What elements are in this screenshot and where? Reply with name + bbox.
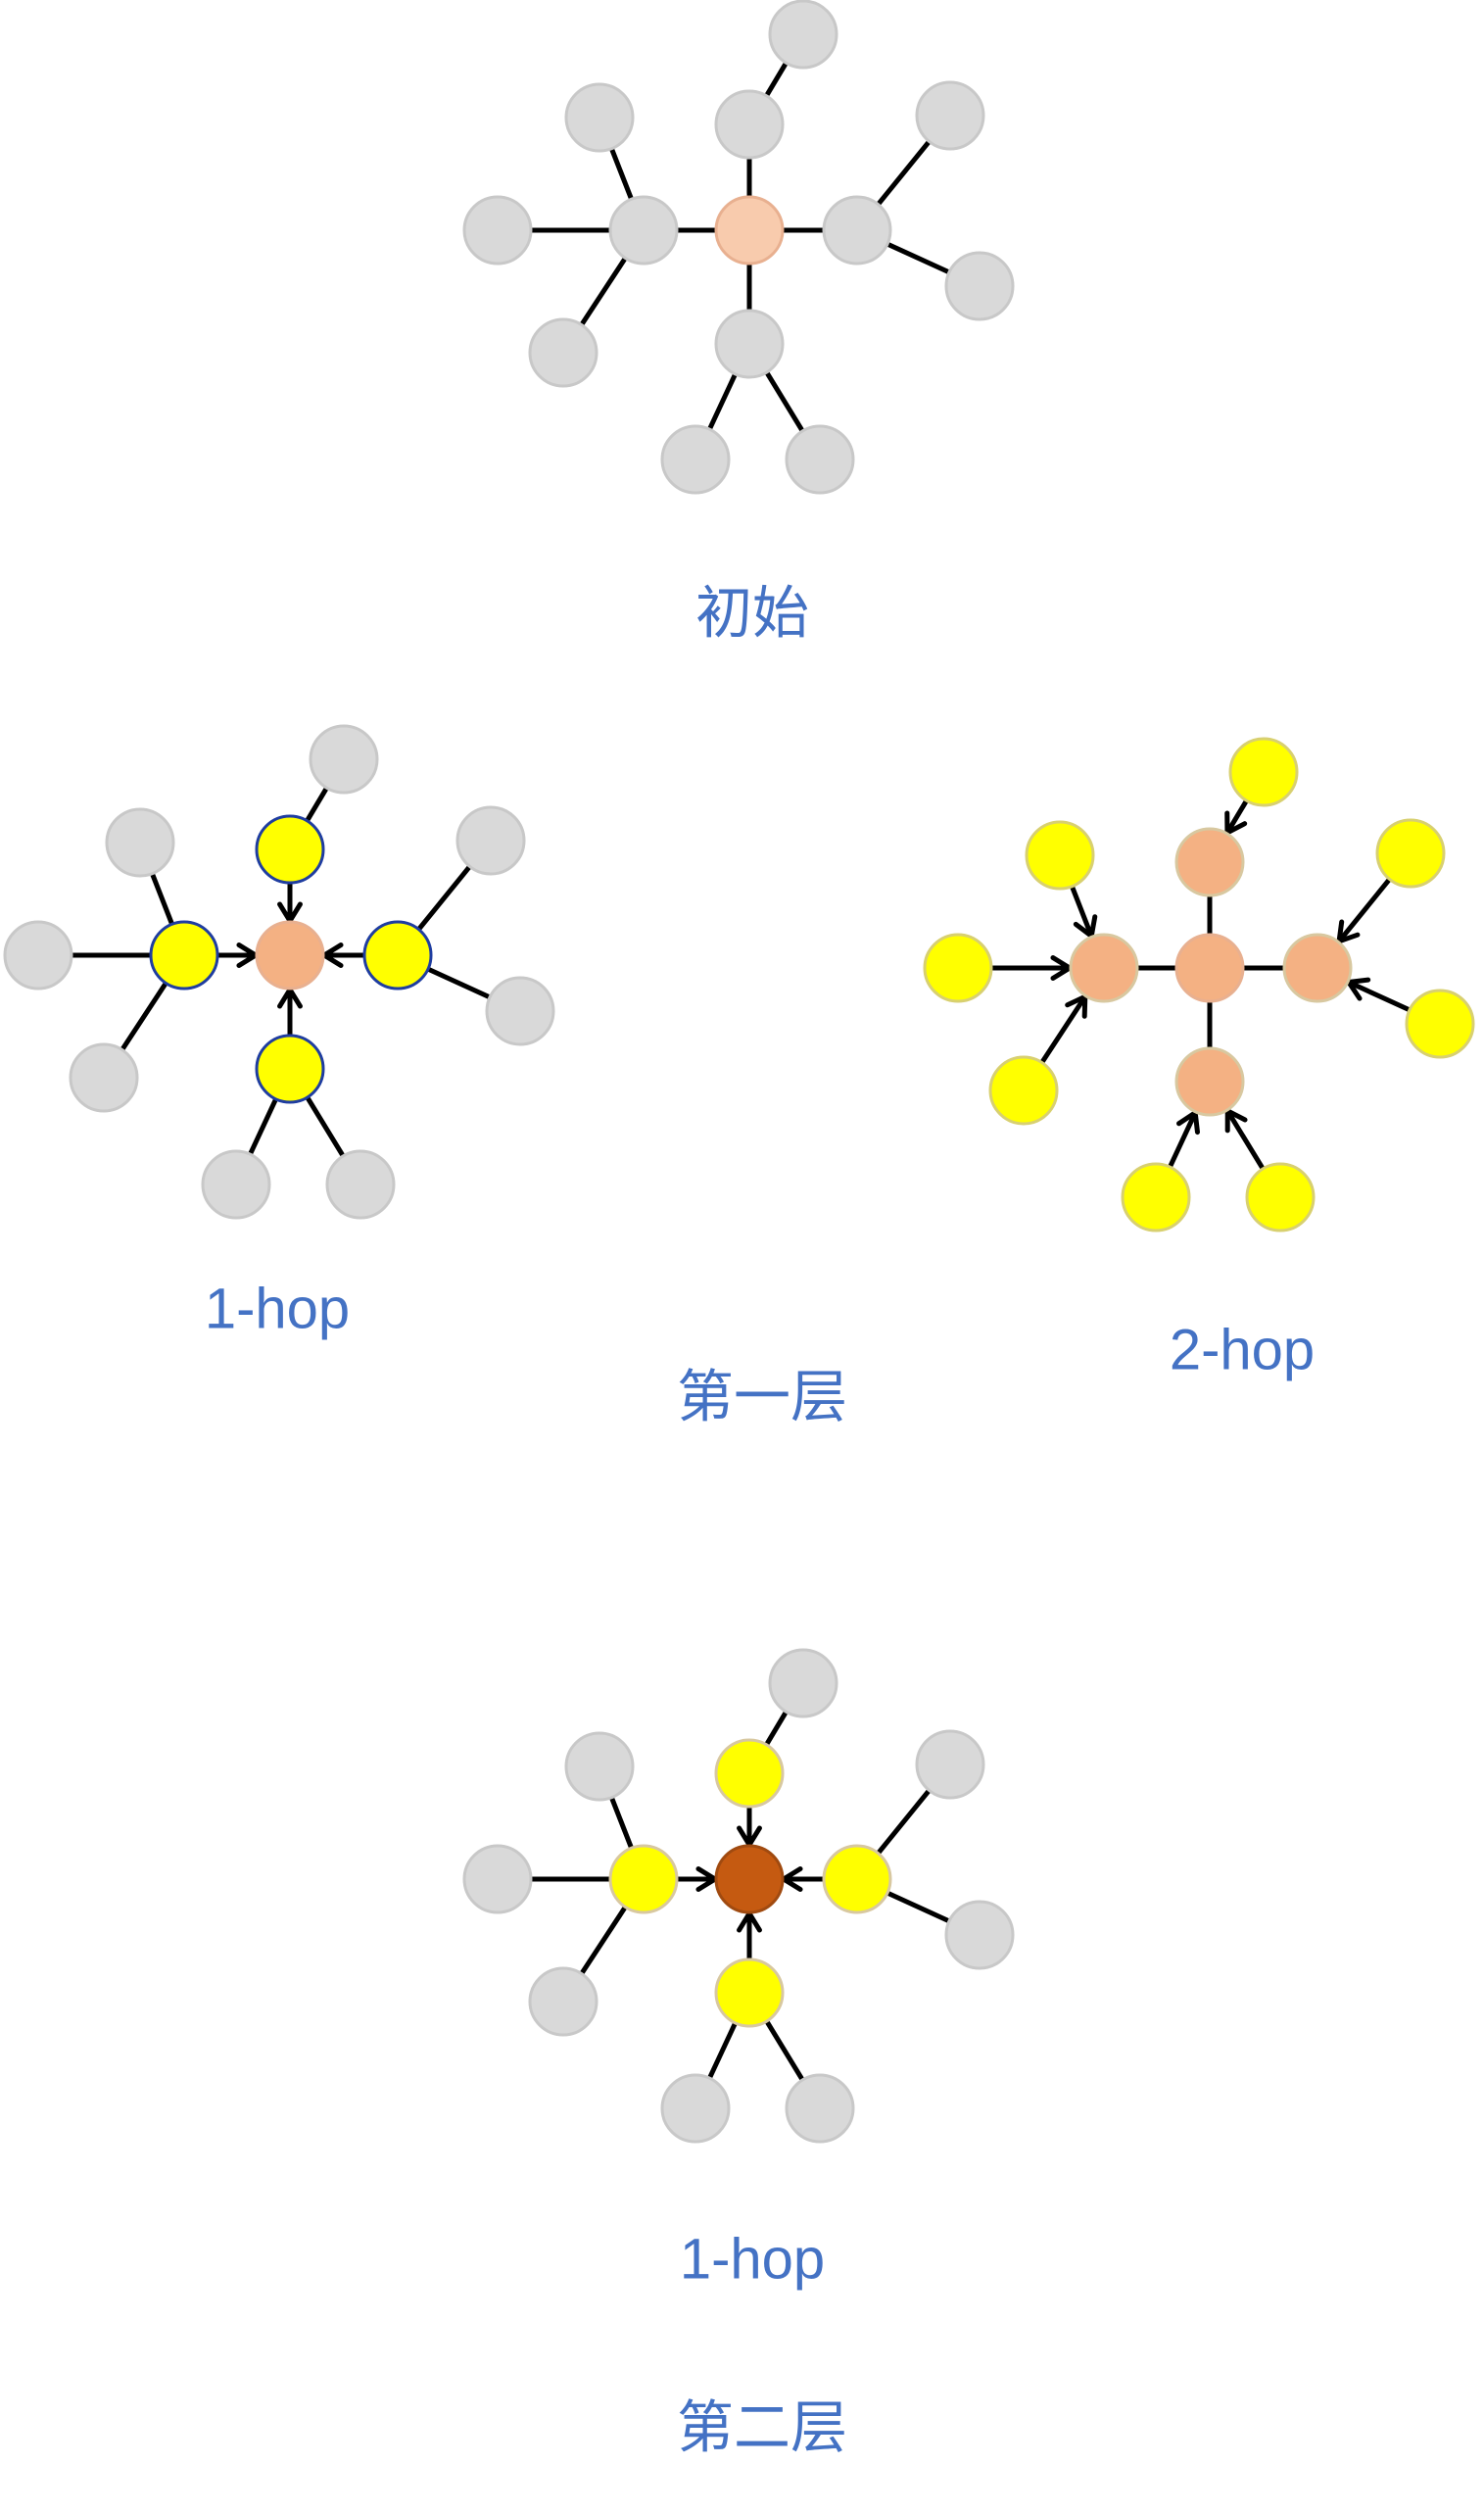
hop2-node-3-1 bbox=[785, 2073, 855, 2144]
hop1-node-0 bbox=[149, 920, 219, 991]
hop1-node-2 bbox=[822, 195, 892, 266]
hop2-node-3-1 bbox=[1245, 1162, 1316, 1232]
hop1-node-1 bbox=[714, 1738, 785, 1809]
edge-hop2-1-0 bbox=[763, 60, 790, 99]
edge-hop2-0-2 bbox=[578, 255, 629, 328]
hop1-node-2 bbox=[822, 1844, 892, 1914]
hop1-node-2 bbox=[1282, 933, 1353, 1003]
edge-hop2-2-0 bbox=[1337, 876, 1393, 943]
label-layer1-2hop: 2-hop bbox=[1170, 1318, 1315, 1381]
hop1-node-1 bbox=[714, 89, 785, 160]
edge-hop2-3-1 bbox=[763, 369, 806, 434]
graph-initial bbox=[462, 0, 1015, 495]
edge-hop2-3-1 bbox=[1225, 1109, 1267, 1172]
hop2-node-0-0 bbox=[564, 82, 635, 153]
graph-layer1-1hop bbox=[3, 724, 555, 1220]
hop1-node-2 bbox=[362, 920, 433, 991]
hop1-node-1 bbox=[1174, 827, 1245, 897]
hop2-node-1-0 bbox=[768, 1648, 838, 1718]
hop2-node-3-0 bbox=[1121, 1162, 1191, 1232]
edge-hop2-0-2 bbox=[119, 980, 169, 1053]
edge-hop2-3-0 bbox=[706, 370, 739, 433]
edge-hop2-2-1 bbox=[1347, 980, 1412, 1013]
hop1-node-3 bbox=[714, 1957, 785, 2028]
edge-hop2-2-0 bbox=[875, 1787, 933, 1857]
hop2-node-0-1 bbox=[462, 1844, 533, 1914]
hop2-node-3-0 bbox=[201, 1149, 271, 1220]
hop1-node-3 bbox=[255, 1034, 325, 1104]
edge-hop2-3-0 bbox=[1167, 1111, 1198, 1171]
edge-hop2-2-1 bbox=[885, 1890, 952, 1924]
edge-hop2-3-1 bbox=[304, 1094, 347, 1159]
hop2-node-2-1 bbox=[485, 976, 555, 1046]
hop2-node-0-0 bbox=[564, 1731, 635, 1802]
hop2-node-0-0 bbox=[1025, 820, 1095, 891]
graph-layer1-2hop bbox=[923, 737, 1475, 1232]
edge-hop2-0-0 bbox=[608, 145, 635, 203]
edge-hop2-3-0 bbox=[247, 1095, 279, 1158]
hop1-node-0 bbox=[608, 1844, 679, 1914]
hop2-node-2-0 bbox=[915, 80, 985, 151]
edge-hop2-0-0 bbox=[1069, 883, 1094, 938]
center-node bbox=[1174, 933, 1245, 1003]
edge-hop2-2-0 bbox=[415, 863, 473, 933]
edge-hop2-1-0 bbox=[1224, 797, 1250, 835]
center-node bbox=[255, 920, 325, 991]
edge-hop2-2-1 bbox=[885, 241, 952, 275]
hop2-node-2-0 bbox=[1375, 818, 1446, 889]
hop2-node-2-0 bbox=[455, 805, 526, 876]
hop1-node-0 bbox=[1069, 933, 1139, 1003]
edge-hop2-1-0 bbox=[304, 785, 330, 824]
hop2-node-0-1 bbox=[923, 933, 993, 1003]
hop2-node-1-0 bbox=[768, 0, 838, 70]
label-initial: 初始 bbox=[695, 581, 809, 645]
hop2-node-1-0 bbox=[309, 724, 379, 795]
hop1-node-1 bbox=[255, 814, 325, 885]
hop2-node-2-1 bbox=[1405, 989, 1475, 1059]
hop2-node-0-2 bbox=[528, 1966, 598, 2037]
hop2-node-2-1 bbox=[944, 251, 1015, 321]
label-layer2-1hop: 1-hop bbox=[680, 2227, 825, 2291]
hop1-node-0 bbox=[608, 195, 679, 266]
label-layer1-1hop: 1-hop bbox=[205, 1277, 350, 1340]
hop2-node-2-0 bbox=[915, 1729, 985, 1800]
center-node bbox=[714, 1844, 785, 1914]
hop1-node-3 bbox=[1174, 1046, 1245, 1117]
edge-hop2-0-2 bbox=[1038, 994, 1087, 1066]
graph-layer2 bbox=[462, 1648, 1015, 2144]
edge-hop2-3-1 bbox=[763, 2018, 806, 2083]
hop2-node-2-1 bbox=[944, 1900, 1015, 1970]
hop2-node-0-1 bbox=[3, 920, 73, 991]
hop2-node-0-2 bbox=[528, 317, 598, 388]
hop2-node-0-2 bbox=[69, 1042, 139, 1113]
edge-hop2-0-0 bbox=[149, 870, 175, 928]
hop2-node-0-2 bbox=[988, 1055, 1059, 1126]
hop2-node-0-0 bbox=[105, 807, 175, 878]
hop2-node-3-1 bbox=[325, 1149, 396, 1220]
hop2-node-3-0 bbox=[660, 2073, 731, 2144]
edge-hop2-0-2 bbox=[578, 1904, 629, 1977]
hop2-node-3-0 bbox=[660, 424, 731, 495]
edge-hop2-2-0 bbox=[875, 138, 933, 208]
edge-hop2-2-1 bbox=[425, 966, 493, 1000]
hop2-node-3-1 bbox=[785, 424, 855, 495]
edge-hop2-1-0 bbox=[763, 1709, 790, 1748]
hop2-node-0-1 bbox=[462, 195, 533, 266]
center-node bbox=[714, 195, 785, 266]
hop2-node-1-0 bbox=[1228, 737, 1299, 807]
label-layer2: 第二层 bbox=[677, 2395, 847, 2459]
edge-hop2-0-0 bbox=[608, 1794, 635, 1852]
edge-hop2-3-0 bbox=[706, 2019, 739, 2082]
hop1-node-3 bbox=[714, 309, 785, 379]
label-layer1: 第一层 bbox=[677, 1365, 847, 1428]
